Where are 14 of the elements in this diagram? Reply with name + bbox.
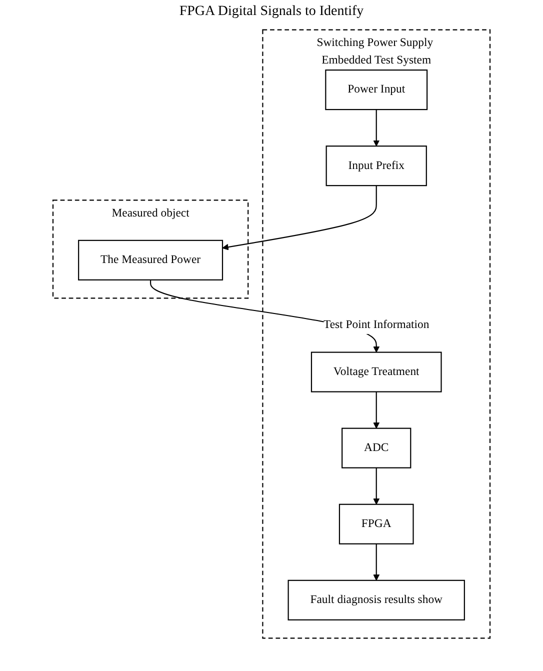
node-box: Power Input bbox=[325, 70, 428, 110]
node-box: Voltage Treatment bbox=[310, 352, 442, 392]
node-box: The Measured Power bbox=[78, 240, 224, 280]
arrow bbox=[222, 186, 377, 250]
note-text: FPGA Digital Signals to Identify bbox=[178, 4, 365, 20]
edge-label: Test Point Information bbox=[323, 318, 430, 332]
node-box: ADC bbox=[342, 428, 412, 468]
node-box: Input Prefix bbox=[326, 146, 427, 186]
arrow bbox=[373, 544, 380, 581]
arrow bbox=[373, 468, 380, 505]
node-box: Fault diagnosis results show bbox=[288, 580, 465, 620]
arrow bbox=[373, 392, 380, 429]
node-box: FPGA bbox=[338, 504, 414, 544]
arrow bbox=[373, 110, 380, 146]
